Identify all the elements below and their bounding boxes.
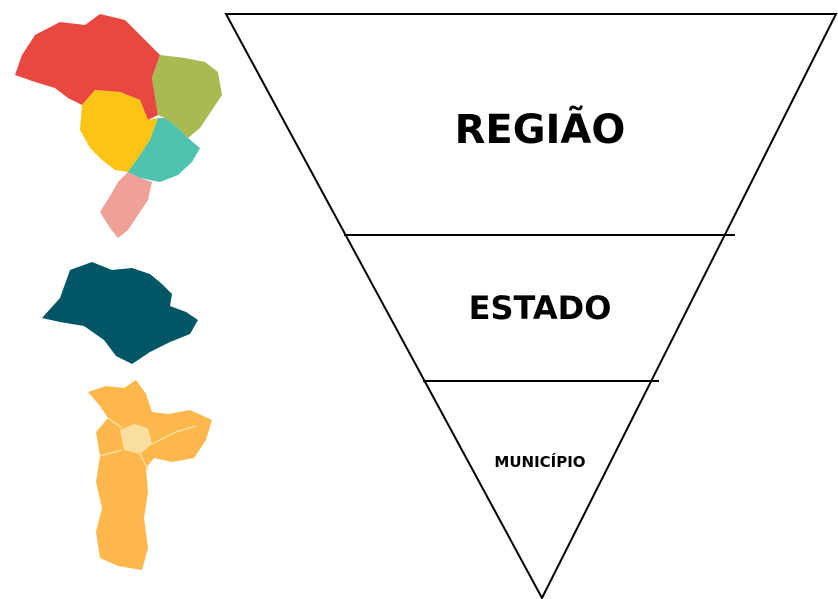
- sao-paulo-city-map-icon: [88, 380, 212, 570]
- map-region-southeast: [128, 118, 200, 182]
- sp-city-borders: [99, 417, 197, 471]
- level-label-region: REGIÃO: [455, 104, 626, 153]
- funnel-triangle: [224, 13, 838, 599]
- map-region-centerwest: [80, 90, 158, 172]
- level-label-municipality: MUNICÍPIO: [494, 452, 585, 471]
- funnel: [224, 13, 838, 599]
- sp-city-center: [120, 424, 152, 454]
- sp-state-shape: [42, 262, 198, 364]
- level-label-state: ESTADO: [469, 289, 612, 327]
- sp-city-shape: [88, 380, 212, 570]
- map-region-northeast: [152, 55, 222, 138]
- sao-paulo-state-map-icon: [42, 262, 198, 364]
- map-region-south: [100, 172, 152, 238]
- brazil-regions-map-icon: [15, 14, 222, 238]
